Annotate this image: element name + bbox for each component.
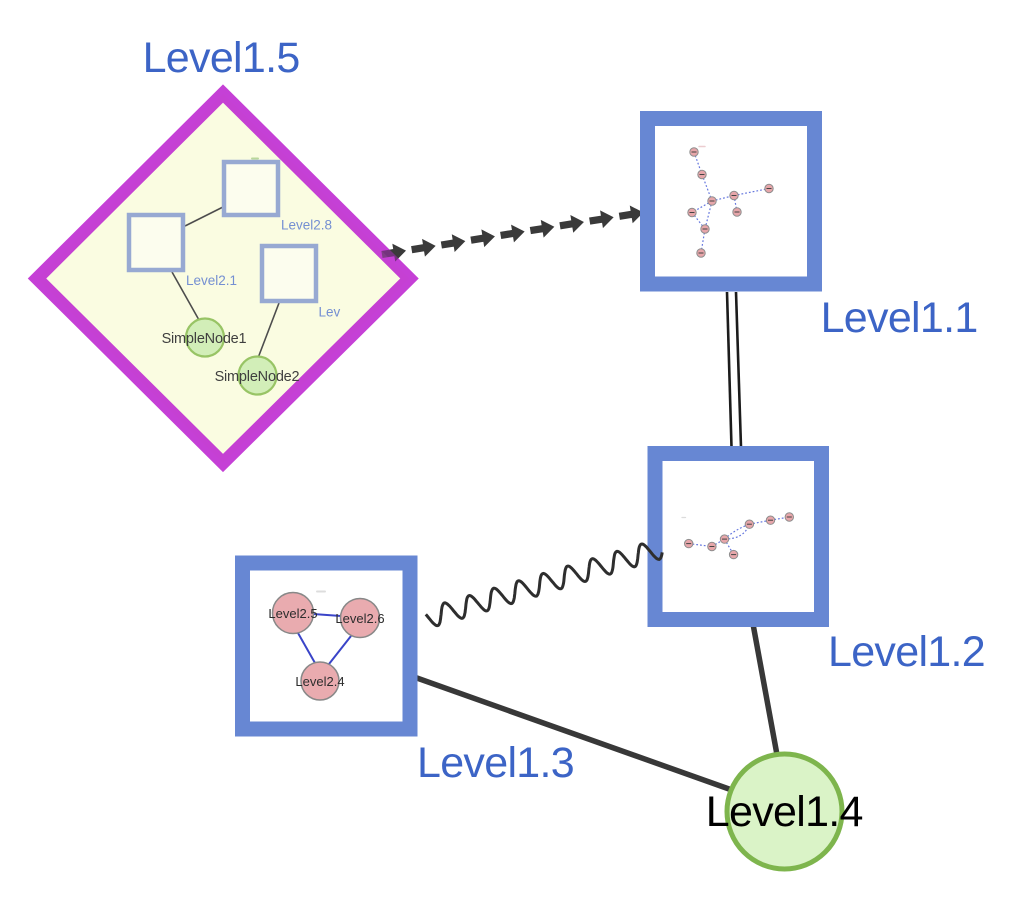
svg-text:Level1.5: Level1.5 bbox=[143, 34, 300, 82]
svg-text:Level1.1: Level1.1 bbox=[821, 294, 978, 342]
svg-text:Lev: Lev bbox=[319, 305, 341, 320]
svg-text:SimpleNode1: SimpleNode1 bbox=[162, 331, 247, 347]
svg-text:Level2.4: Level2.4 bbox=[295, 674, 344, 689]
svg-text:Level2.5: Level2.5 bbox=[268, 606, 317, 621]
svg-text:SimpleNode2: SimpleNode2 bbox=[215, 369, 300, 385]
svg-text:Level1.3: Level1.3 bbox=[417, 739, 574, 787]
svg-text:Level1.4: Level1.4 bbox=[706, 788, 863, 836]
svg-text:Level2.1: Level2.1 bbox=[186, 273, 237, 288]
svg-text:Level1.2: Level1.2 bbox=[828, 628, 985, 676]
svg-text:Level2.8: Level2.8 bbox=[281, 218, 332, 233]
svg-text:Level2.6: Level2.6 bbox=[335, 611, 384, 626]
